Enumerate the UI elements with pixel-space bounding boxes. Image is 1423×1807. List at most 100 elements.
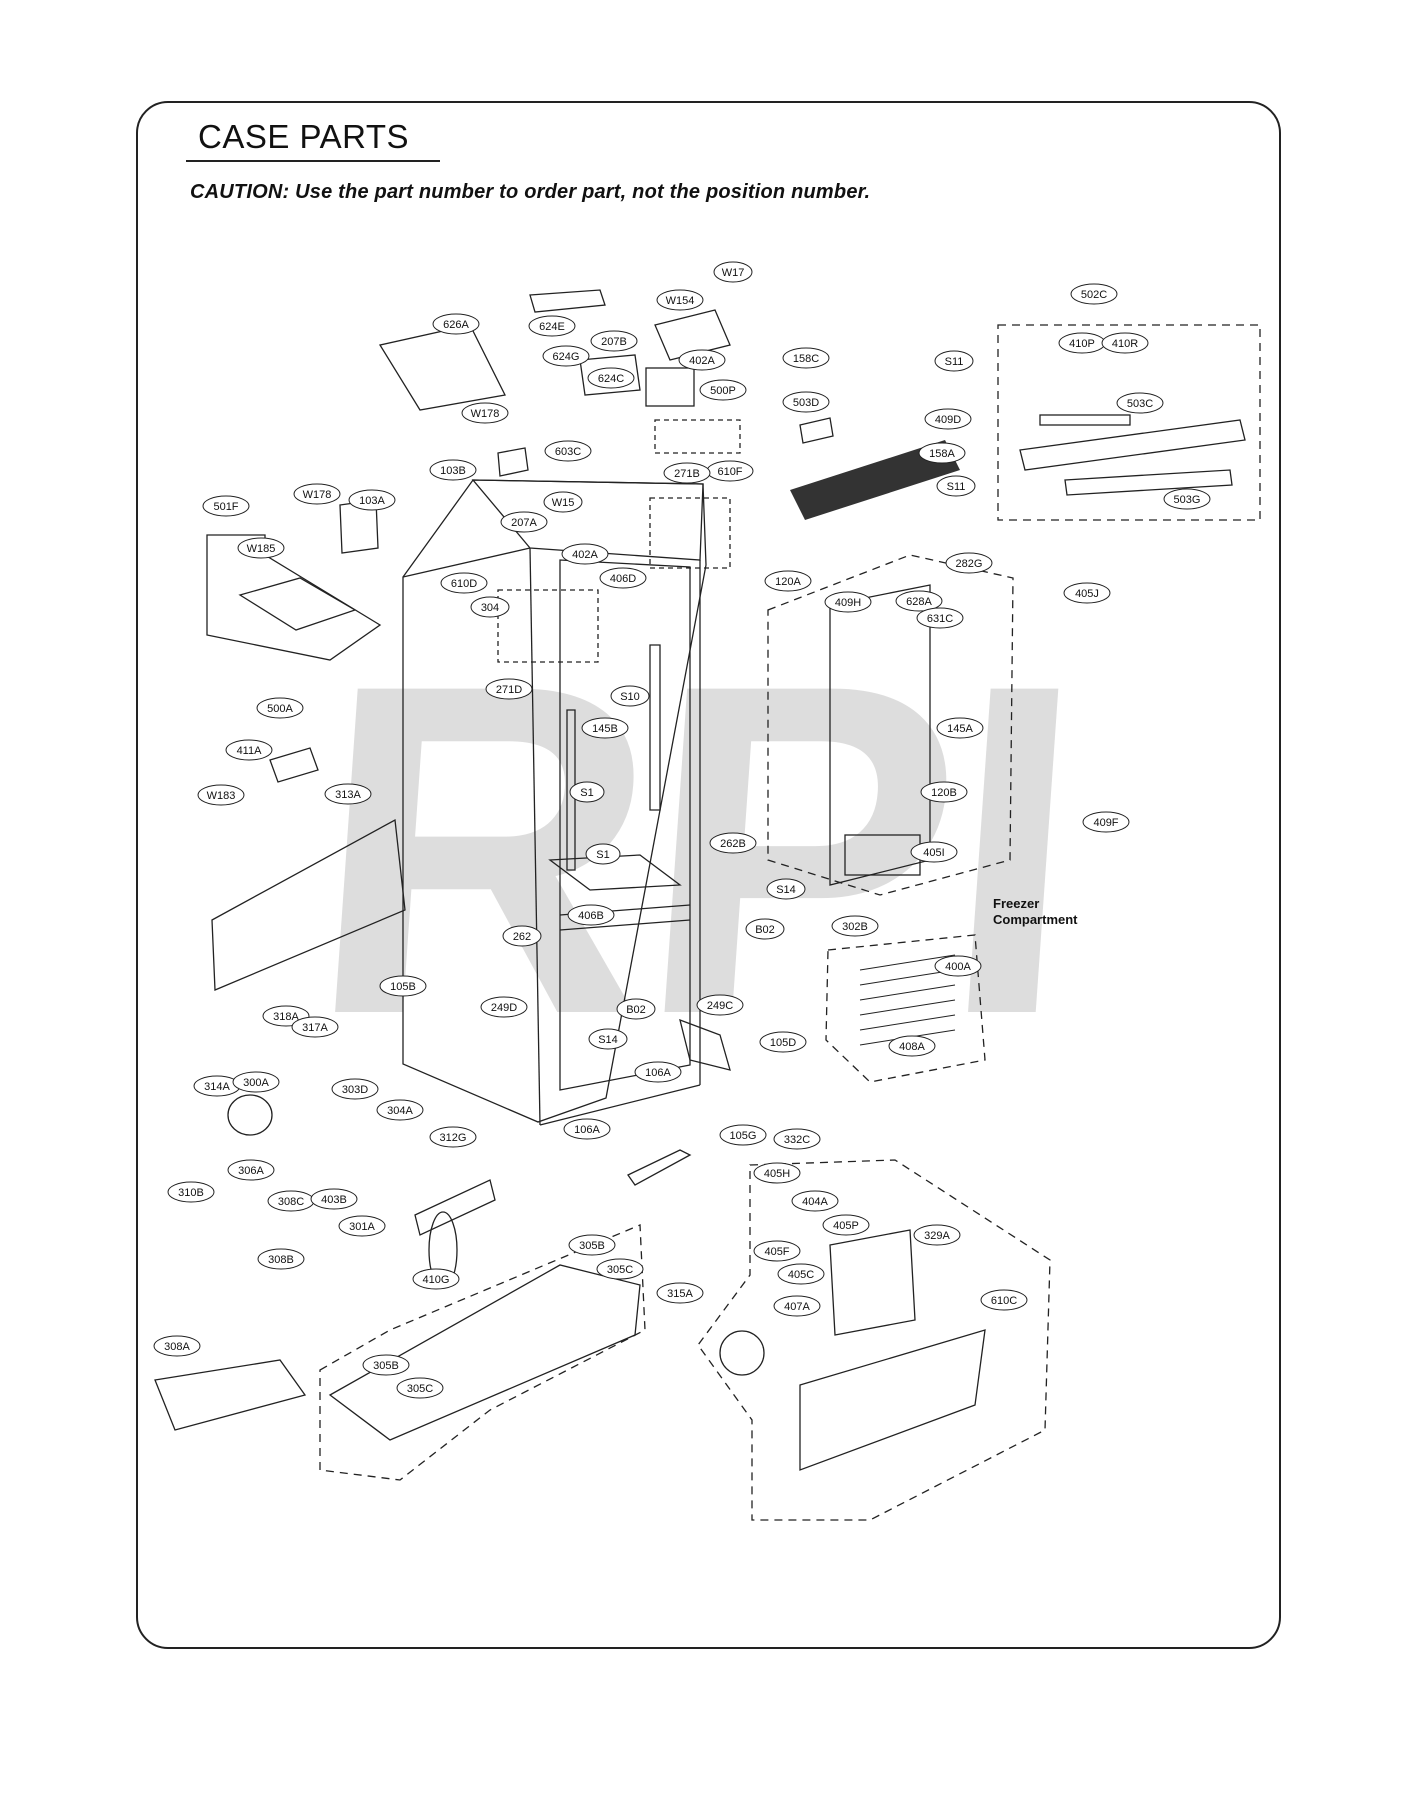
control-board-group-outline	[997, 324, 1261, 521]
callout-314a: 314A	[193, 1075, 241, 1097]
callout-s11: S11	[934, 350, 974, 372]
callout-text: 304	[481, 602, 499, 614]
callout-bubble	[153, 1335, 201, 1357]
callout-s14: S14	[588, 1028, 628, 1050]
callout-labels: W17W154624E626A207B402A624G624C500PW1786…	[153, 261, 1211, 1399]
callout-bubble	[713, 261, 753, 283]
callout-bubble	[202, 495, 250, 517]
callout-text: 120A	[775, 576, 801, 588]
callout-411a: 411A	[225, 739, 273, 761]
callout-bubble	[934, 350, 974, 372]
callout-text: 404A	[802, 1196, 828, 1208]
caution-note: CAUTION: Use the part number to order pa…	[190, 181, 871, 203]
callout-text: 145A	[947, 723, 973, 735]
callout-text: 610D	[451, 578, 477, 590]
callout-text: 332C	[784, 1134, 810, 1146]
callout-text: S11	[947, 481, 966, 493]
callout-text: 624G	[553, 351, 580, 363]
callout-105d: 105D	[759, 1031, 807, 1053]
callout-bubble	[1070, 283, 1118, 305]
callout-103a: 103A	[348, 489, 396, 511]
callout-303d: 303D	[331, 1078, 379, 1100]
callout-bubble	[587, 367, 635, 389]
callout-bubble	[918, 442, 966, 464]
callout-text: 120B	[931, 787, 957, 799]
callout-503d: 503D	[782, 391, 830, 413]
callout-bubble	[782, 391, 830, 413]
callout-text: S14	[598, 1034, 618, 1046]
callout-text: W178	[303, 489, 332, 501]
callout-306a: 306A	[227, 1159, 275, 1181]
callout-610d: 610D	[440, 572, 488, 594]
callout-text: 304A	[387, 1105, 413, 1117]
callout-text: W185	[247, 543, 276, 555]
callout-bubble	[913, 1224, 961, 1246]
callout-text: 302B	[842, 921, 868, 933]
callout-305c: 305C	[396, 1377, 444, 1399]
callout-bubble	[544, 440, 592, 462]
callout-text: 308B	[268, 1254, 294, 1266]
callout-405p: 405P	[822, 1214, 870, 1236]
callout-text: 145B	[592, 723, 618, 735]
callout-text: W15	[552, 497, 575, 509]
callout-text: 158A	[929, 448, 955, 460]
callout-w154: W154	[656, 289, 704, 311]
callout-624c: 624C	[587, 367, 635, 389]
callout-bubble	[581, 717, 629, 739]
callout-bubble	[542, 345, 590, 367]
callout-text: 502C	[1081, 289, 1107, 301]
callout-text: 628A	[906, 596, 932, 608]
callout-bubble	[924, 408, 972, 430]
callout-text: B02	[626, 1004, 646, 1016]
callout-304a: 304A	[376, 1099, 424, 1121]
callout-409h: 409H	[824, 591, 872, 613]
callout-bubble	[895, 590, 943, 612]
callout-text: 305B	[373, 1360, 399, 1372]
freezer-fan-group-outline	[697, 1159, 1051, 1521]
callout-262b: 262B	[709, 832, 757, 854]
callout-409f: 409F	[1082, 811, 1130, 833]
callout-bubble	[773, 1128, 821, 1150]
callout-bubble	[480, 996, 528, 1018]
callout-308b: 308B	[257, 1248, 305, 1270]
callout-207b: 207B	[590, 330, 638, 352]
callout-501f: 501F	[202, 495, 250, 517]
callout-bubble	[197, 784, 245, 806]
callout-text: 503D	[793, 397, 819, 409]
callout-410r: 410R	[1101, 332, 1149, 354]
callout-text: 103A	[359, 495, 385, 507]
callout-text: 624C	[598, 373, 624, 385]
callout-text: 306A	[238, 1165, 264, 1177]
callout-bubble	[934, 955, 982, 977]
callout-text: B02	[755, 924, 775, 936]
callout-262: 262	[502, 925, 542, 947]
callout-631c: 631C	[916, 607, 964, 629]
callout-317a: 317A	[291, 1016, 339, 1038]
callout-628a: 628A	[895, 590, 943, 612]
callout-bubble	[485, 678, 533, 700]
callout-503g: 503G	[1163, 488, 1211, 510]
callout-bubble	[293, 483, 341, 505]
callout-text: 262B	[720, 838, 746, 850]
callout-406d: 406D	[599, 567, 647, 589]
callout-bubble	[500, 511, 548, 533]
callout-bubble	[766, 878, 806, 900]
callout-b02: B02	[616, 998, 656, 1020]
callout-bubble	[822, 1214, 870, 1236]
callout-313a: 313A	[324, 783, 372, 805]
callout-bubble	[888, 1035, 936, 1057]
callout-301a: 301A	[338, 1215, 386, 1237]
callout-text: 407A	[784, 1301, 810, 1313]
callout-bubble	[678, 349, 726, 371]
callout-text: 400A	[945, 961, 971, 973]
callout-bubble	[709, 832, 757, 854]
callout-bubble	[920, 781, 968, 803]
machine-compartment-outline	[319, 1224, 646, 1481]
callout-text: 105B	[390, 981, 416, 993]
callout-106a: 106A	[563, 1118, 611, 1140]
callout-text: 405I	[923, 847, 944, 859]
callout-bubble	[777, 1263, 825, 1285]
callout-bubble	[561, 543, 609, 565]
callout-400a: 400A	[934, 955, 982, 977]
callout-271b: 271B	[663, 462, 711, 484]
